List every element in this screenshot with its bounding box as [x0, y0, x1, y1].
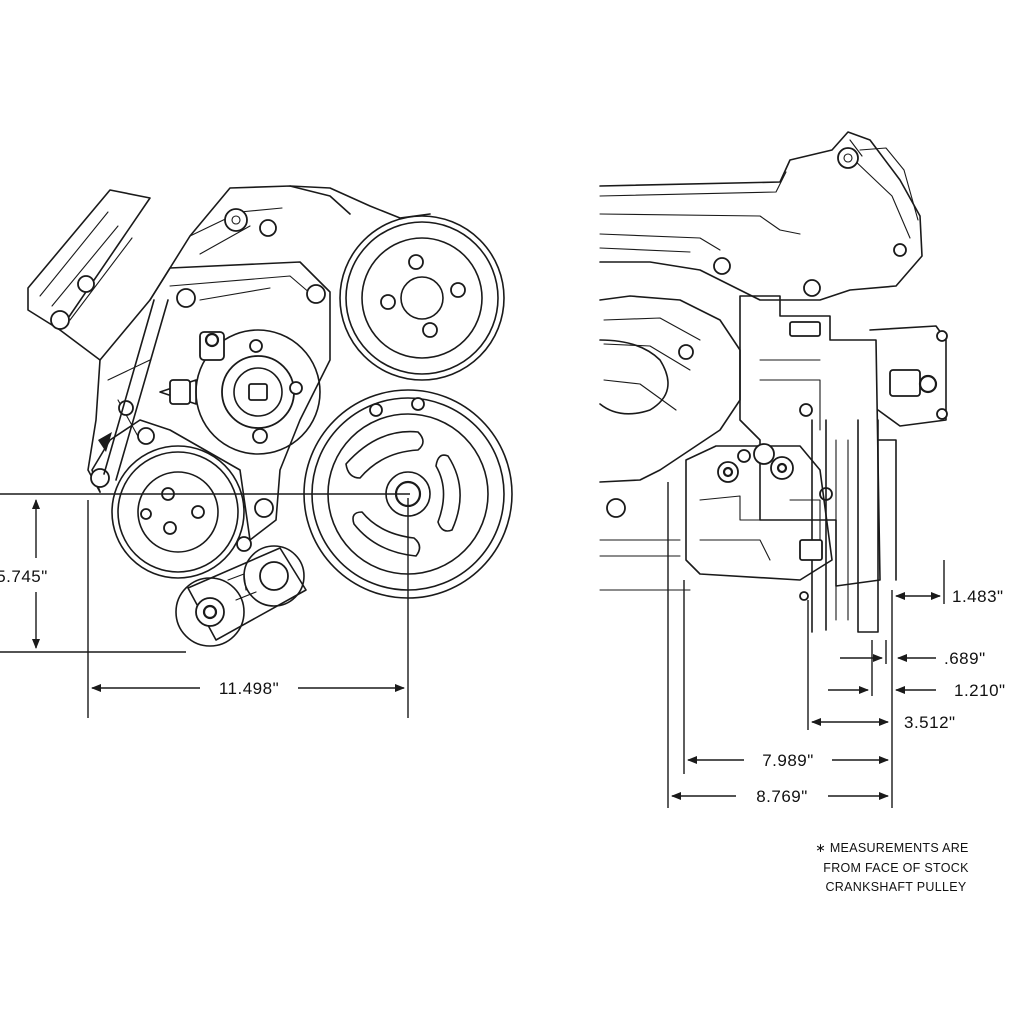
- horizontal-dimension-label: 11.498": [219, 679, 279, 698]
- vertical-dimension-label: 5.745": [0, 567, 48, 586]
- dim-label-8769: 8.769": [756, 787, 808, 806]
- note-line-2: FROM FACE OF STOCK: [823, 861, 969, 875]
- side-view-drawing: [599, 131, 948, 633]
- measurement-note: ∗ MEASUREMENTS ARE FROM FACE OF STOCK CR…: [815, 841, 969, 894]
- note-line-1: ∗ MEASUREMENTS ARE: [815, 841, 968, 855]
- dim-label-689: .689": [944, 649, 986, 668]
- front-view-drawing: [27, 185, 513, 647]
- dim-label-1483: 1.483": [952, 587, 1004, 606]
- dim-label-1210: 1.210": [954, 681, 1006, 700]
- dim-label-7989: 7.989": [762, 751, 814, 770]
- note-line-3: CRANKSHAFT PULLEY: [825, 880, 966, 894]
- side-view-dimensions: 1.483" .689" 1.210" 3.512" 7.989" 8.769": [667, 482, 1006, 808]
- dim-label-3512: 3.512": [904, 713, 956, 732]
- front-view-dimensions: 5.745" 11.498": [0, 493, 410, 718]
